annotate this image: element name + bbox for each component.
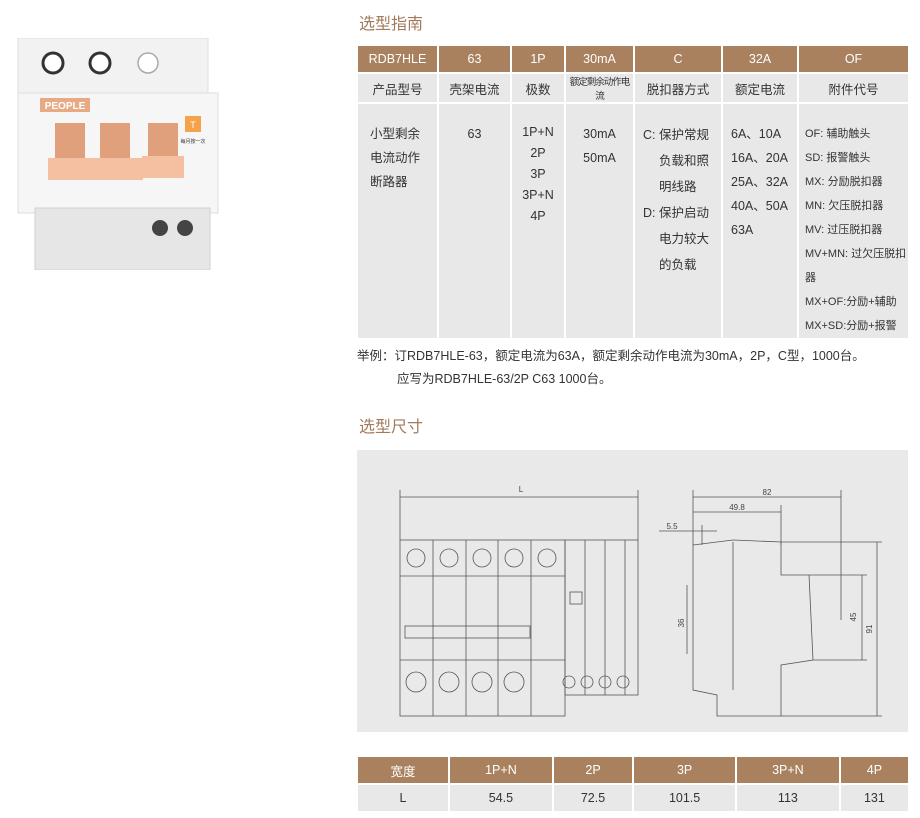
text-line: 小型剩余: [370, 127, 421, 141]
text-line: MX+OF:分励+辅助: [805, 296, 897, 308]
header-cell: OF: [799, 46, 908, 72]
example-line: 举例：订RDB7HLE-63，额定电流为63A，额定剩余动作电流为30mA，2P…: [357, 349, 865, 363]
text-line: 电流动作: [370, 151, 421, 165]
section-title-dimensions: 选型尺寸: [359, 419, 424, 436]
trip-cell: C: 保护常规 负载和照 明线路 D: 保护启动 电力较大 的负载: [635, 104, 721, 338]
text-line: 4P: [530, 209, 546, 223]
text-line: 16A、20A: [731, 151, 788, 165]
svg-text:PEOPLE: PEOPLE: [45, 101, 86, 112]
value-cell: 101.5: [634, 785, 735, 811]
text-line: 明线路: [659, 180, 697, 194]
text-line: 负载和照: [659, 154, 710, 168]
dimension-drawing: L 82 49.8 5.5 36 45 91: [357, 450, 908, 732]
dim-91: 91: [865, 624, 874, 633]
label-cell: 额定剩余动作电流: [566, 74, 633, 102]
width-table: 宽度 1P+N 2P 3P 3P+N 4P L 54.5 72.5 101.5 …: [356, 755, 910, 813]
svg-text:T: T: [190, 120, 196, 130]
accessories-cell: OF: 辅助触头 SD: 报警触头 MX: 分励脱扣器 MN: 欠压脱扣器 MV…: [799, 104, 908, 338]
value-cell: 131: [840, 785, 908, 811]
text-line: MX+SD:分励+报警: [805, 320, 897, 332]
text-line: 电力较大: [659, 232, 710, 246]
header-cell: 32A: [723, 46, 797, 72]
text-line: 1P+N: [522, 125, 554, 139]
text-line: MX: 分励脱扣器: [805, 176, 883, 188]
text-line: 3P+N: [522, 188, 554, 202]
svg-text:每月按一次: 每月按一次: [180, 138, 205, 145]
text-line: MN: 欠压脱扣器: [805, 200, 884, 212]
width-header-row: 宽度 1P+N 2P 3P 3P+N 4P: [358, 757, 908, 783]
header-cell: 63: [439, 46, 510, 72]
header-cell: 宽度: [358, 757, 448, 783]
text-line: 63A: [731, 223, 754, 237]
poles-cell: 1P+N 2P 3P 3P+N 4P: [512, 104, 564, 338]
value-cell: 72.5: [553, 785, 633, 811]
label-cell: 额定电流: [723, 74, 797, 102]
section-title-selection-guide: 选型指南: [359, 16, 424, 33]
label-cell: 壳架电流: [439, 74, 510, 102]
header-cell: 1P: [512, 46, 564, 72]
header-cell: 2P: [553, 757, 633, 783]
dim-82: 82: [763, 488, 772, 497]
label-cell: 脱扣器方式: [635, 74, 721, 102]
text-line: 的负载: [659, 258, 697, 272]
header-cell: 1P+N: [450, 757, 552, 783]
value-cell: 113: [736, 785, 839, 811]
frame-current-cell: 63: [439, 104, 510, 338]
text-line: MV+MN: 过欠压脱扣器: [805, 248, 907, 284]
dim-49-8: 49.8: [729, 503, 745, 512]
text-line: SD: 报警触头: [805, 152, 871, 164]
text-line: 6A、10A: [731, 127, 782, 141]
text-line: 断路器: [370, 175, 408, 189]
dim-L: L: [519, 485, 524, 494]
header-cell: C: [635, 46, 721, 72]
spec-label-row: 产品型号 壳架电流 极数 额定剩余动作电流 脱扣器方式 额定电流 附件代号: [358, 74, 908, 102]
text-line: MV: 过压脱扣器: [805, 224, 883, 236]
product-name-cell: 小型剩余 电流动作 断路器: [358, 104, 437, 338]
text-line: 50mA: [583, 151, 616, 165]
dim-5-5: 5.5: [666, 522, 678, 531]
value-cell: 54.5: [450, 785, 552, 811]
spec-header-row: RDB7HLE 63 1P 30mA C 32A OF: [358, 46, 908, 72]
order-example: 举例：订RDB7HLE-63，额定电流为63A，额定剩余动作电流为30mA，2P…: [357, 345, 865, 391]
header-cell: 3P: [634, 757, 735, 783]
dim-36: 36: [677, 618, 686, 627]
label-cell: 极数: [512, 74, 564, 102]
text-line: C: 保护常规: [643, 128, 709, 142]
spec-body-row: 小型剩余 电流动作 断路器 63 1P+N 2P 3P 3P+N 4P 30mA…: [358, 104, 908, 338]
text-line: 30mA: [583, 127, 616, 141]
label-cell: 产品型号: [358, 74, 437, 102]
product-image: PEOPLE T 每月按一次: [10, 37, 220, 271]
text-line: 3P: [530, 167, 546, 181]
dim-45: 45: [849, 612, 858, 621]
text-line: D: 保护启动: [643, 206, 709, 220]
example-line: 应写为RDB7HLE-63/2P C63 1000台。: [397, 372, 612, 386]
text-line: 40A、50A: [731, 199, 788, 213]
header-cell: 4P: [840, 757, 908, 783]
front-view: L: [399, 485, 639, 717]
text-line: OF: 辅助触头: [805, 128, 871, 140]
width-value-row: L 54.5 72.5 101.5 113 131: [358, 785, 908, 811]
header-cell: 3P+N: [736, 757, 839, 783]
side-view: 82 49.8 5.5 36 45 91: [659, 488, 882, 717]
rated-cell: 6A、10A 16A、20A 25A、32A 40A、50A 63A: [723, 104, 797, 338]
spec-table: RDB7HLE 63 1P 30mA C 32A OF 产品型号 壳架电流 极数…: [356, 44, 910, 340]
header-cell: 30mA: [566, 46, 633, 72]
label-cell: 附件代号: [799, 74, 908, 102]
text-line: 2P: [530, 146, 546, 160]
residual-cell: 30mA 50mA: [566, 104, 633, 338]
value-cell: L: [358, 785, 448, 811]
header-cell: RDB7HLE: [358, 46, 437, 72]
text-line: 25A、32A: [731, 175, 788, 189]
